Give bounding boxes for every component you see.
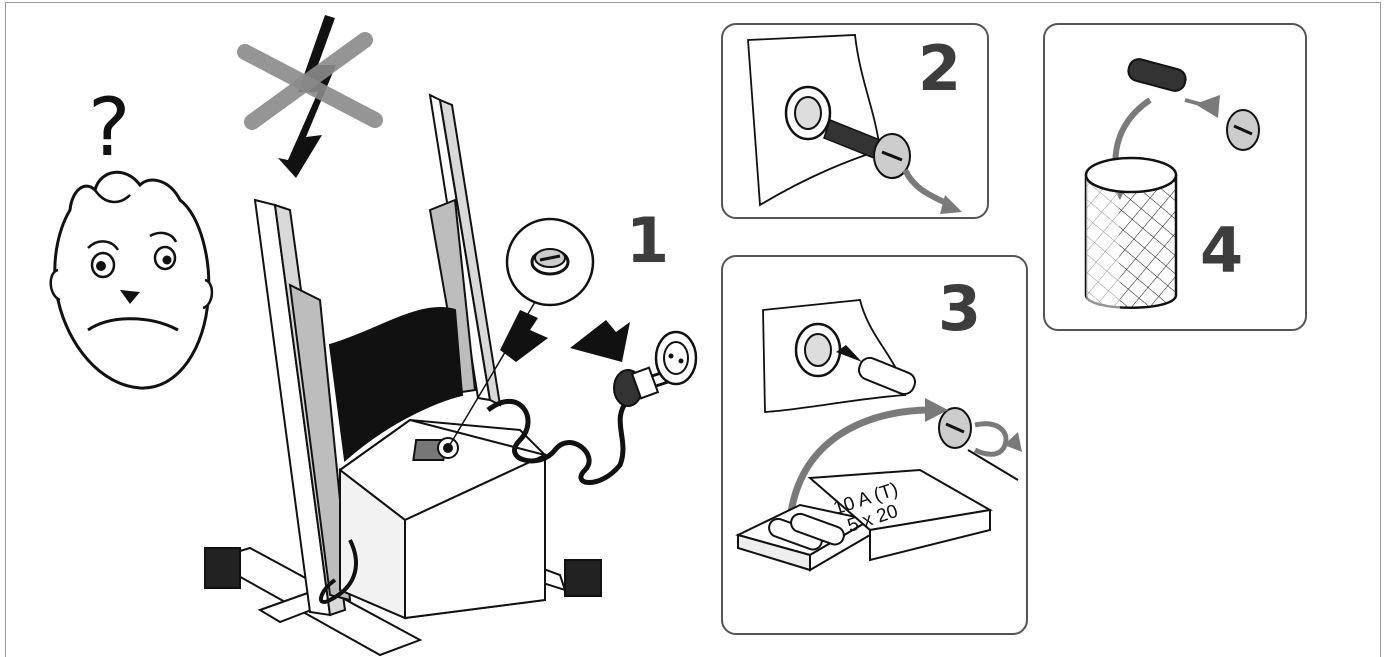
step-2-panel: 2 [721,23,989,219]
machine-illustration [204,93,602,657]
step-3-number: 3 [938,272,981,345]
step-4-panel: 4 [1043,23,1307,331]
confused-face-icon: ? [49,81,214,390]
step-1-group: 1 [447,204,698,485]
no-power-icon [237,15,383,178]
unplug-arrow [570,320,630,362]
step-2-number: 2 [918,32,961,105]
question-mark: ? [88,81,130,174]
arrow-to-fuse-holder [500,310,548,362]
step-1-number: 1 [626,204,669,277]
step-4-number: 4 [1200,214,1243,287]
step-3-panel: 10 A (T) 5 x 20 3 [721,255,1028,635]
bin-icon [1084,156,1178,311]
illustration-frame [5,2,1381,657]
